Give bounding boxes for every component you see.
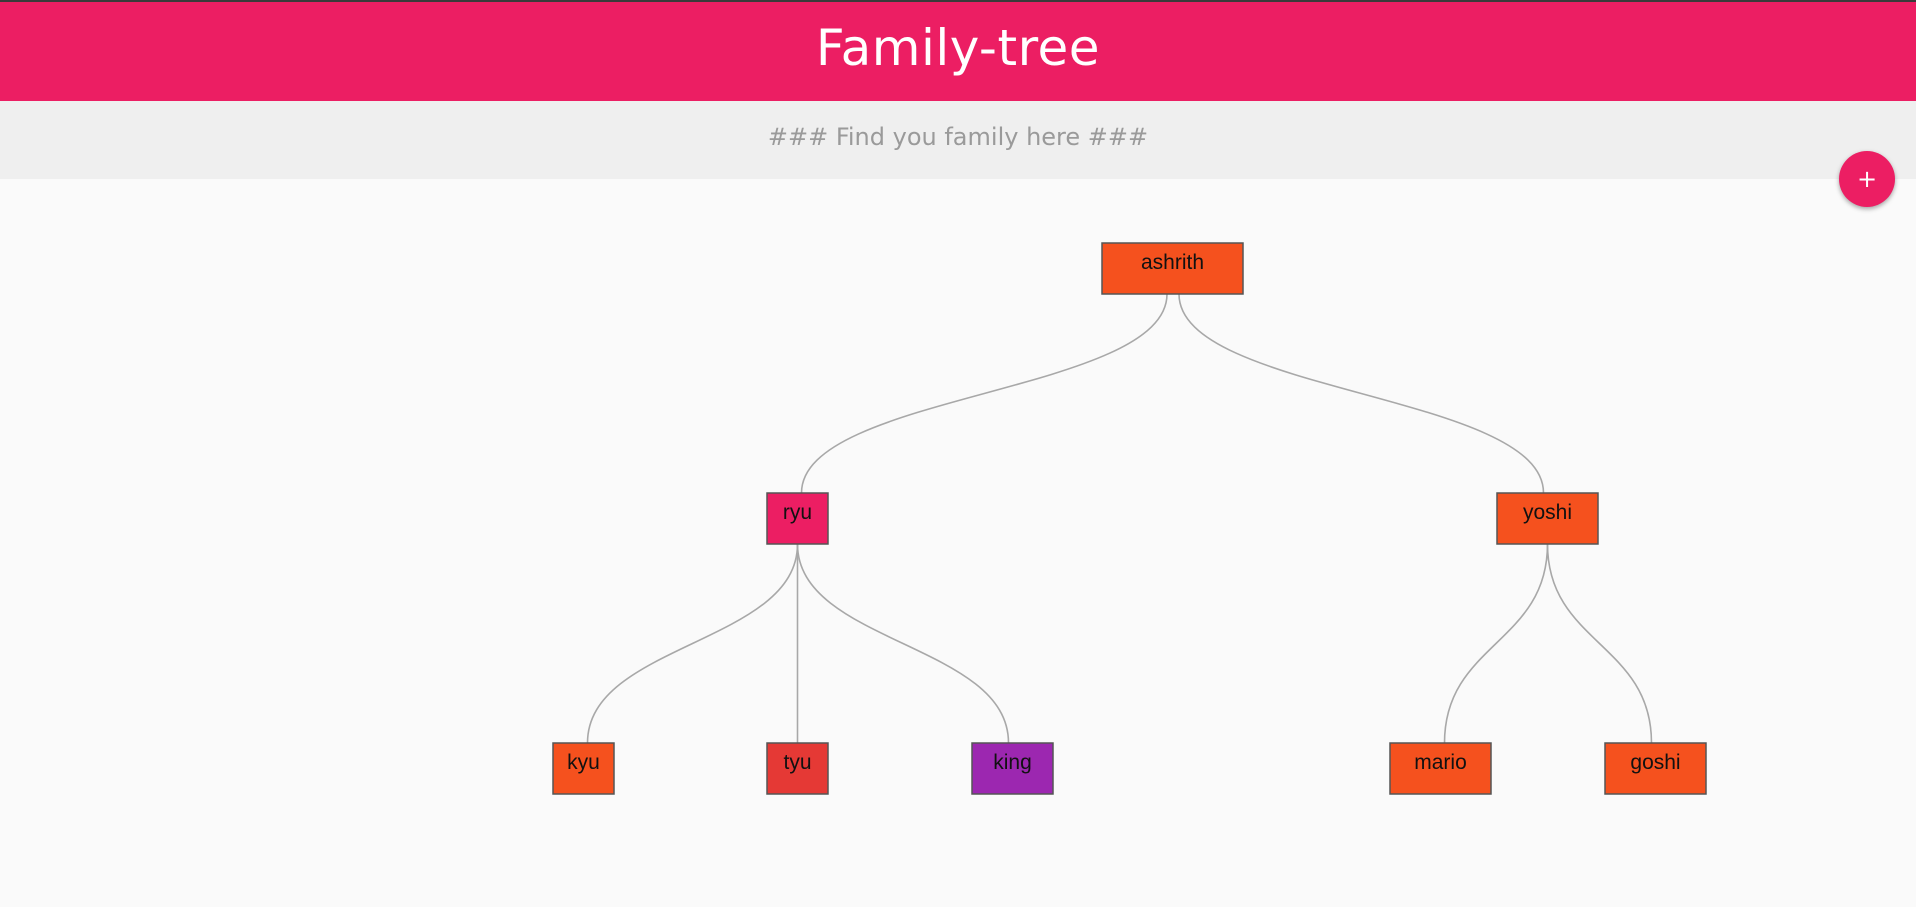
tree-node-label: king	[993, 751, 1032, 774]
tree-node-box	[1604, 742, 1707, 795]
tree-node-ryu[interactable]: ryu	[766, 492, 829, 545]
tree-edges	[586, 293, 1653, 744]
tree-node-mario[interactable]: mario	[1389, 742, 1492, 795]
tree-edge-ryu-king	[796, 543, 1010, 744]
tree-edge-yoshi-goshi	[1546, 543, 1653, 744]
tree-edge-ryu-kyu	[586, 543, 799, 744]
top-border	[0, 0, 1916, 2]
tree-node-label: mario	[1414, 751, 1467, 774]
tree-node-tyu[interactable]: tyu	[766, 742, 829, 795]
tree-edge-yoshi-mario	[1443, 543, 1549, 744]
tree-node-box	[1389, 742, 1492, 795]
tree-node-goshi[interactable]: goshi	[1604, 742, 1707, 795]
app-header: Family-tree	[0, 2, 1916, 101]
tree-node-kyu[interactable]: kyu	[552, 742, 615, 795]
tree-edge-ashrith-ryu	[800, 293, 1168, 494]
tree-node-box	[1496, 492, 1599, 545]
tree-node-label: goshi	[1630, 751, 1680, 774]
tree-node-label: ashrith	[1141, 251, 1204, 274]
tree-node-box	[766, 742, 829, 795]
search-bar-text: ### Find you family here ###	[767, 123, 1149, 151]
tree-node-yoshi[interactable]: yoshi	[1496, 492, 1599, 545]
tree-nodes: ashrith ryu yoshi kyu tyu king mario goshi	[552, 242, 1707, 795]
tree-node-box	[1101, 242, 1244, 295]
tree-edge-ashrith-yoshi	[1178, 293, 1545, 494]
tree-node-box	[552, 742, 615, 795]
app-title: Family-tree	[815, 18, 1101, 77]
tree-node-box	[971, 742, 1054, 795]
tree-node-box	[766, 492, 829, 545]
tree-node-label: kyu	[567, 751, 600, 774]
tree-node-ashrith[interactable]: ashrith	[1101, 242, 1244, 295]
tree-node-label: tyu	[783, 751, 811, 774]
search-bar[interactable]: ### Find you family here ###	[0, 101, 1916, 179]
tree-node-label: yoshi	[1523, 501, 1572, 524]
add-member-button[interactable]: +	[1839, 151, 1895, 207]
tree-node-king[interactable]: king	[971, 742, 1054, 795]
tree-node-label: ryu	[783, 501, 812, 524]
